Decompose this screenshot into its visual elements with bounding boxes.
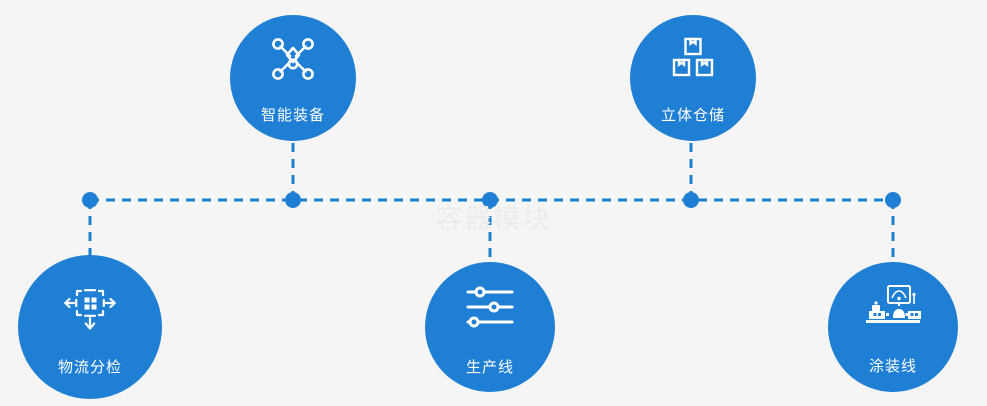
- junction-dot-production-line[interactable]: [482, 192, 498, 208]
- node-label-smart-equipment: 智能装备: [260, 107, 325, 124]
- network-nodes-icon: [268, 34, 318, 89]
- junction-dot-coating-line[interactable]: [885, 192, 901, 208]
- sliders-icon: [465, 285, 515, 334]
- node-label-coating-line: 涂装线: [868, 358, 917, 375]
- node-label-production-line: 生产线: [465, 359, 514, 376]
- node-label-stereo-warehouse: 立体仓储: [660, 107, 725, 124]
- junction-dot-smart-equipment[interactable]: [285, 192, 301, 208]
- factory-monitor-icon: [864, 284, 922, 335]
- sorting-arrows-icon: [62, 281, 118, 338]
- stacked-boxes-icon: [669, 35, 717, 88]
- node-logistics-sorting[interactable]: 物流分检: [18, 255, 162, 399]
- node-production-line[interactable]: 生产线: [425, 262, 555, 392]
- node-coating-line[interactable]: 涂装线: [828, 262, 958, 392]
- junction-dot-logistics-sorting[interactable]: [82, 192, 98, 208]
- node-smart-equipment[interactable]: 智能装备: [230, 15, 356, 141]
- node-stereo-warehouse[interactable]: 立体仓储: [630, 15, 756, 141]
- node-label-logistics-sorting: 物流分检: [57, 359, 122, 376]
- junction-dot-stereo-warehouse[interactable]: [683, 192, 699, 208]
